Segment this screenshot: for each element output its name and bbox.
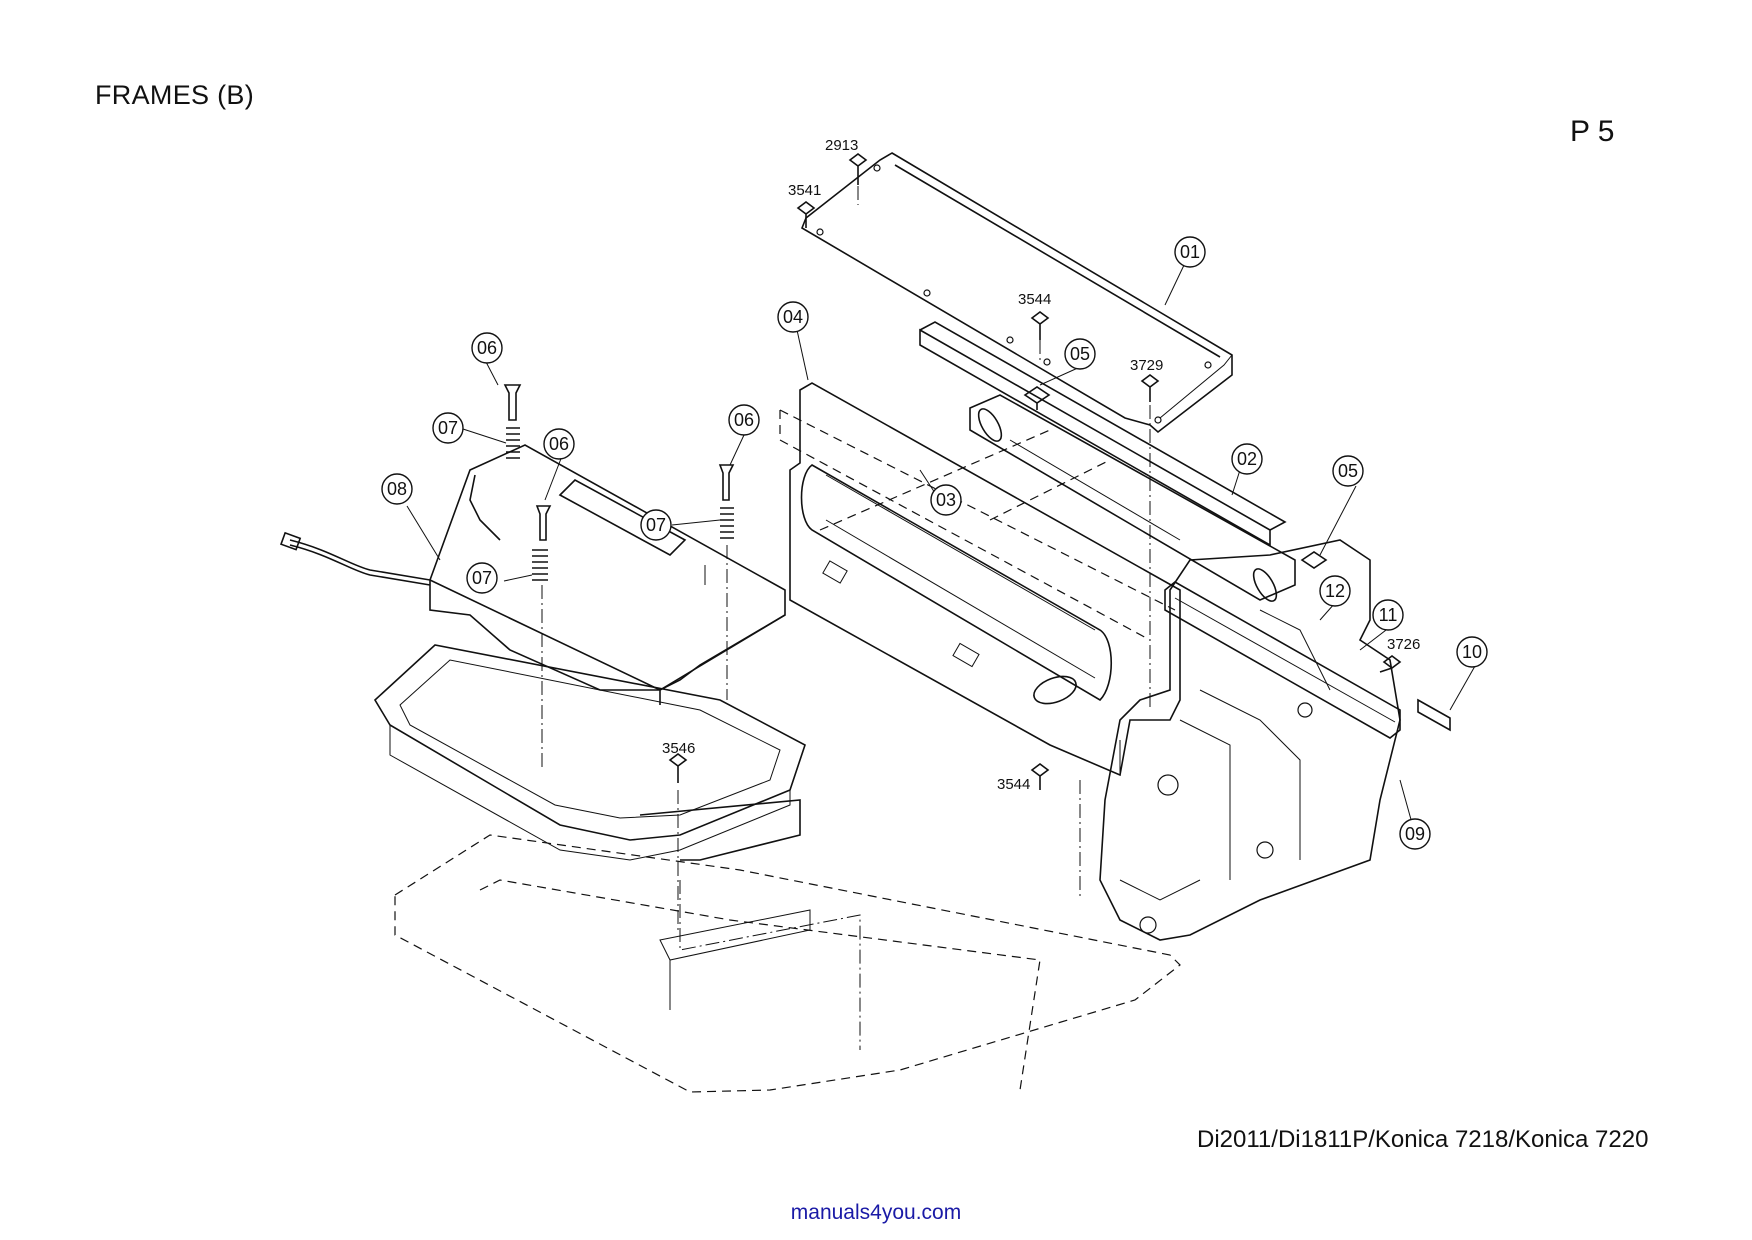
callout-05b: 05 — [1332, 455, 1364, 487]
leader-lines — [406, 262, 1476, 835]
callouts: 01 02 03 04 05 05 06 06 06 07 07 07 08 0… — [381, 236, 1488, 850]
callout-12: 12 — [1319, 575, 1351, 607]
callout-08: 08 — [381, 473, 413, 505]
svg-text:12: 12 — [1325, 581, 1345, 601]
callout-04: 04 — [777, 301, 809, 333]
callout-05a: 05 — [1064, 338, 1096, 370]
screws-and-springs — [503, 153, 1402, 930]
frame-panel-part — [789, 382, 1181, 777]
svg-text:03: 03 — [936, 490, 956, 510]
svg-text:06: 06 — [734, 410, 754, 430]
callout-01: 01 — [1174, 236, 1206, 268]
page-number: P 5 — [1570, 115, 1615, 148]
callout-11: 11 — [1372, 599, 1404, 631]
long-bar-part — [919, 321, 1287, 547]
svg-text:07: 07 — [646, 515, 666, 535]
part-number-labels: 2913 3541 3544 3729 3726 3546 3544 — [662, 137, 1420, 793]
callout-07c: 07 — [466, 562, 498, 594]
callout-06a: 06 — [471, 332, 503, 364]
assembly-guide-lines — [779, 409, 1176, 641]
main-frame-part — [1099, 539, 1401, 941]
svg-text:01: 01 — [1180, 242, 1200, 262]
long-bracket-part — [1164, 581, 1401, 739]
callout-06c: 06 — [728, 404, 760, 436]
part-number-3546: 3546 — [662, 740, 695, 757]
cover-part — [280, 444, 786, 705]
svg-text:10: 10 — [1462, 642, 1482, 662]
svg-text:04: 04 — [783, 307, 803, 327]
callout-07a: 07 — [432, 412, 464, 444]
svg-text:02: 02 — [1237, 449, 1257, 469]
part-number-3544-top: 3544 — [1018, 291, 1051, 308]
footer-site-link[interactable]: manuals4you.com — [790, 1201, 962, 1224]
label-part — [1417, 698, 1451, 732]
svg-text:06: 06 — [549, 434, 569, 454]
top-rail-part — [801, 152, 1233, 434]
svg-text:07: 07 — [472, 568, 492, 588]
part-number-3729: 3729 — [1130, 357, 1163, 374]
callout-07b: 07 — [640, 509, 672, 541]
callout-10: 10 — [1456, 636, 1488, 668]
svg-text:07: 07 — [438, 418, 458, 438]
part-number-2913: 2913 — [825, 137, 858, 154]
tray-base-part — [373, 644, 806, 861]
svg-text:09: 09 — [1405, 824, 1425, 844]
part-number-3544-bottom: 3544 — [997, 776, 1030, 793]
svg-text:08: 08 — [387, 479, 407, 499]
part-number-3726: 3726 — [1387, 636, 1420, 653]
svg-text:05: 05 — [1338, 461, 1358, 481]
callout-03: 03 — [930, 484, 962, 516]
svg-text:05: 05 — [1070, 344, 1090, 364]
callout-06b: 06 — [543, 428, 575, 460]
callout-09: 09 — [1399, 818, 1431, 850]
svg-text:11: 11 — [1379, 605, 1398, 625]
plate-part — [969, 394, 1296, 602]
model-numbers: Di2011/Di1811P/Konica 7218/Konica 7220 — [1197, 1126, 1649, 1153]
callout-02: 02 — [1231, 443, 1263, 475]
page-title: FRAMES (B) — [95, 80, 255, 110]
floor-outline — [394, 834, 1181, 1093]
svg-text:06: 06 — [477, 338, 497, 358]
part-number-3541: 3541 — [788, 182, 821, 199]
